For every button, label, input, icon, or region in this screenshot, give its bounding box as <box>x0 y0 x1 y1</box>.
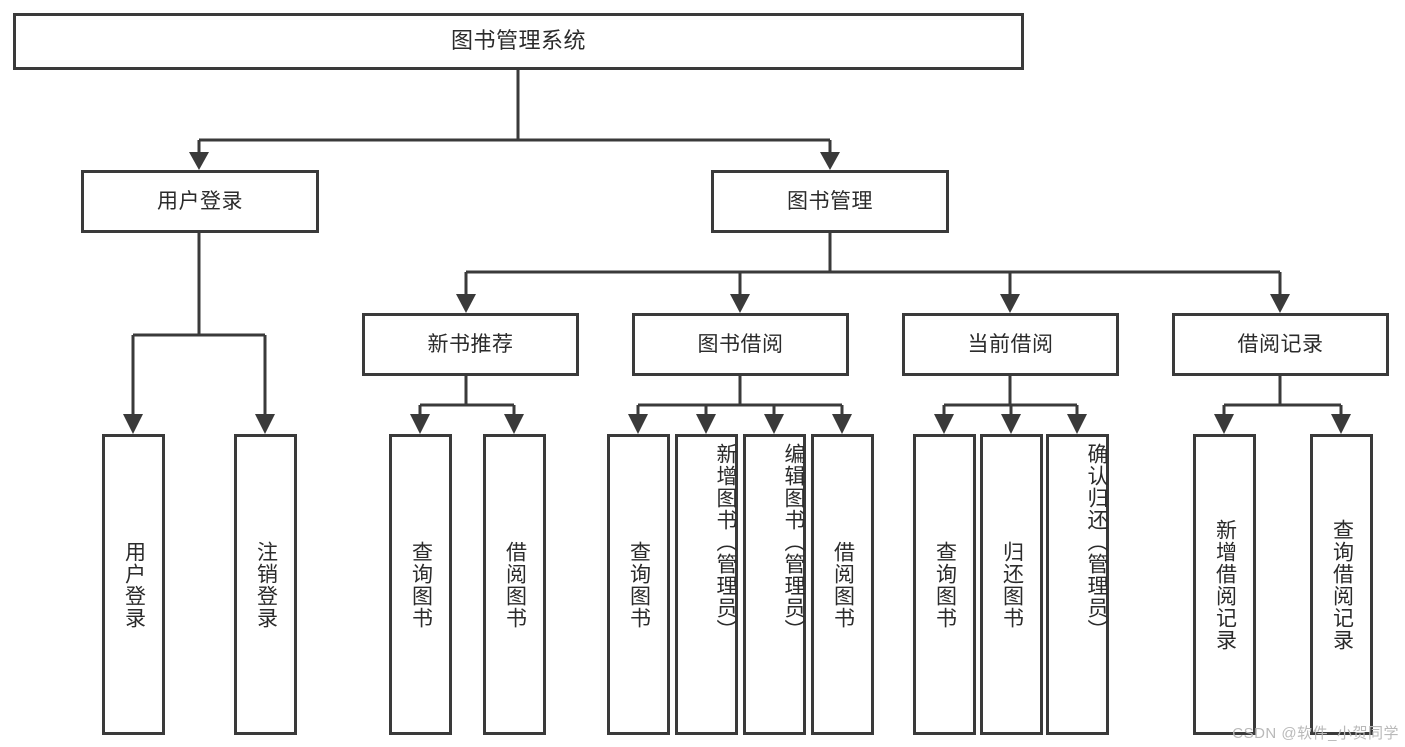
node-leaf-box[interactable] <box>102 434 165 735</box>
node-leaf-box[interactable] <box>607 434 670 735</box>
node-borrow-record-box[interactable] <box>1172 313 1389 376</box>
node-book-borrow-box[interactable] <box>632 313 849 376</box>
node-new-book-box[interactable] <box>362 313 579 376</box>
node-leaf-box[interactable] <box>1046 434 1109 735</box>
arrow-head-borrow-record-leaf-1 <box>1214 414 1234 434</box>
arrow-head-book-borrow-leaf-3 <box>764 414 784 434</box>
arrow-head-root-to-book-manage <box>820 152 840 170</box>
arrow-head-new-book-leaf-2 <box>504 414 524 434</box>
arrow-head-to-borrow-record <box>1270 294 1290 313</box>
arrow-head-to-current-borrow <box>1000 294 1020 313</box>
arrow-head-book-borrow-leaf-1 <box>628 414 648 434</box>
node-leaf-box[interactable] <box>1193 434 1256 735</box>
node-leaf-box[interactable] <box>234 434 297 735</box>
node-book-manage-box[interactable] <box>711 170 949 233</box>
arrow-head-borrow-record-leaf-2 <box>1331 414 1351 434</box>
arrow-head-to-book-borrow <box>730 294 750 313</box>
node-leaf-box[interactable] <box>389 434 452 735</box>
node-leaf-box[interactable] <box>675 434 738 735</box>
arrow-head-current-borrow-leaf-2 <box>1001 414 1021 434</box>
node-current-borrow-box[interactable] <box>902 313 1119 376</box>
arrow-head-new-book-leaf-1 <box>410 414 430 434</box>
node-leaf-box[interactable] <box>743 434 806 735</box>
node-leaf-box[interactable] <box>1310 434 1373 735</box>
node-leaf-box[interactable] <box>811 434 874 735</box>
node-leaf-box[interactable] <box>980 434 1043 735</box>
arrow-head-user-login-leaf-1 <box>123 414 143 434</box>
arrow-head-root-to-user-login <box>189 152 209 170</box>
arrow-head-book-borrow-leaf-2 <box>696 414 716 434</box>
node-user-login-box[interactable] <box>81 170 319 233</box>
arrow-head-current-borrow-leaf-3 <box>1067 414 1087 434</box>
node-leaf-box[interactable] <box>483 434 546 735</box>
node-leaf-box[interactable] <box>913 434 976 735</box>
arrow-head-to-new-book <box>456 294 476 313</box>
node-root-box[interactable] <box>13 13 1024 70</box>
arrow-head-user-login-leaf-2 <box>255 414 275 434</box>
arrow-head-book-borrow-leaf-4 <box>832 414 852 434</box>
arrow-head-current-borrow-leaf-1 <box>934 414 954 434</box>
